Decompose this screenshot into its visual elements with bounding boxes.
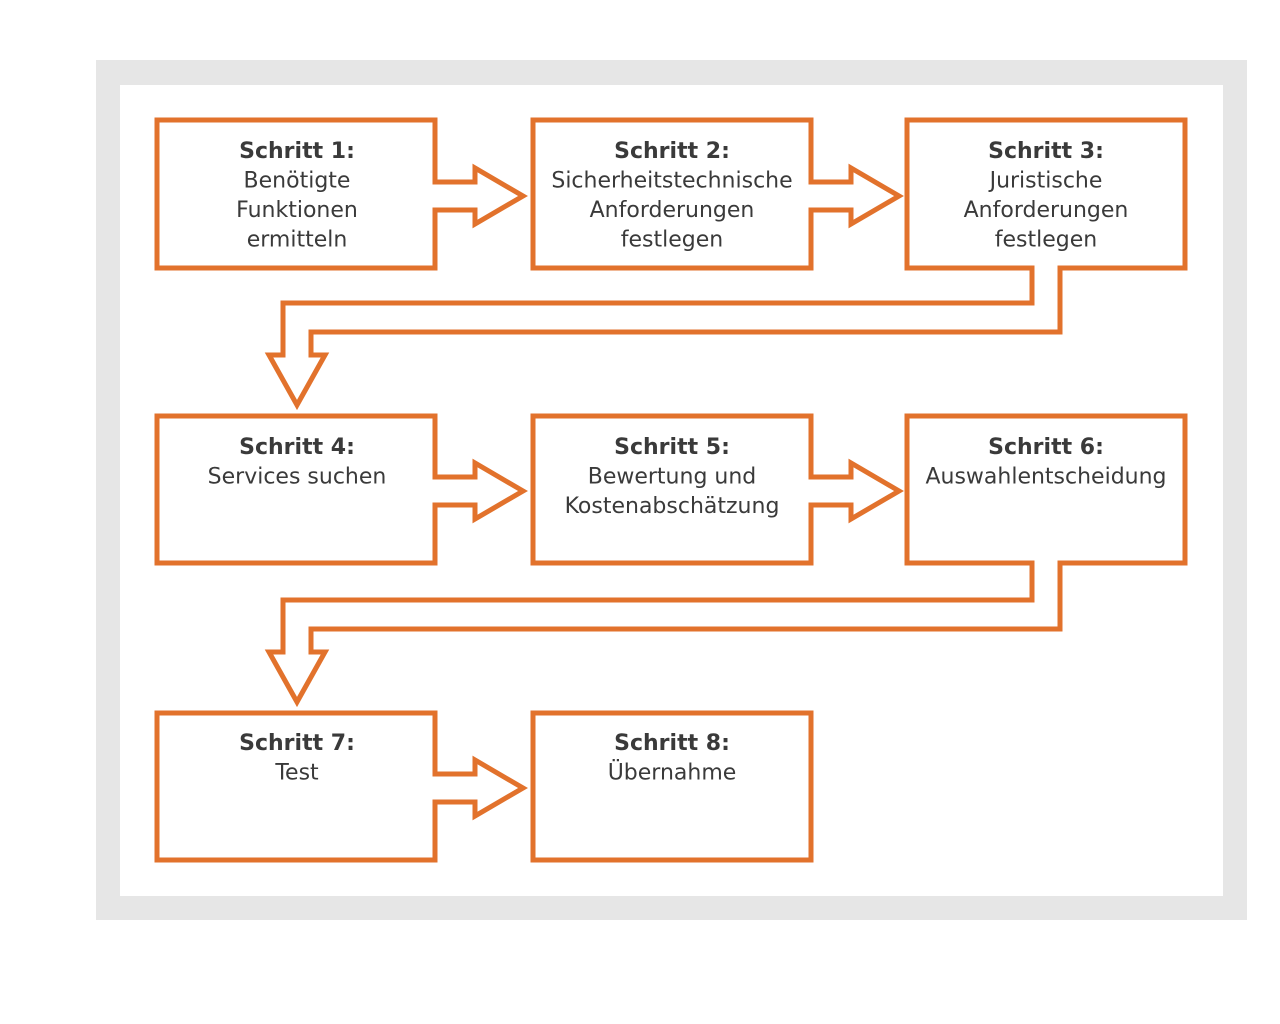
step-6-title: Schritt 6: (988, 435, 1104, 460)
step-4-title: Schritt 4: (239, 435, 355, 460)
step-6-line-1: Auswahlentscheidung (925, 465, 1166, 490)
step-7-title: Schritt 7: (239, 731, 355, 756)
step-7-box (154, 710, 528, 863)
step-3-line-1: Juristische (988, 169, 1103, 194)
step-4-line-1: Services suchen (208, 465, 387, 490)
step-6-box (264, 413, 1188, 708)
step-1-line-1: Benötigte (244, 169, 351, 194)
step-3-title: Schritt 3: (988, 139, 1104, 164)
step-7-line-1: Test (274, 761, 319, 786)
inner-panel (120, 85, 1223, 896)
step-8-line-1: Übernahme (608, 760, 737, 786)
step-3-box (264, 117, 1188, 411)
step-3-line-3: festlegen (995, 228, 1097, 253)
step-4-box (154, 413, 528, 566)
step-1-box (154, 117, 528, 271)
step-1-title: Schritt 1: (239, 139, 355, 164)
step-5-line-2: Kostenabschätzung (565, 494, 780, 519)
step-8-title: Schritt 8: (614, 731, 730, 756)
step-5-box (530, 413, 904, 566)
step-2-box (530, 117, 904, 271)
step-1-line-2: Funktionen (236, 198, 358, 223)
step-5-title: Schritt 5: (614, 435, 730, 460)
step-2-line-3: festlegen (621, 228, 723, 253)
step-2-line-2: Anforderungen (590, 198, 755, 223)
step-2-title: Schritt 2: (614, 139, 730, 164)
step-2-line-1: Sicherheitstechnische (551, 169, 792, 194)
step-5-line-1: Bewertung und (588, 465, 757, 490)
step-8-box (530, 710, 814, 863)
step-1-line-3: ermitteln (247, 228, 348, 253)
step-3-line-2: Anforderungen (964, 198, 1129, 223)
